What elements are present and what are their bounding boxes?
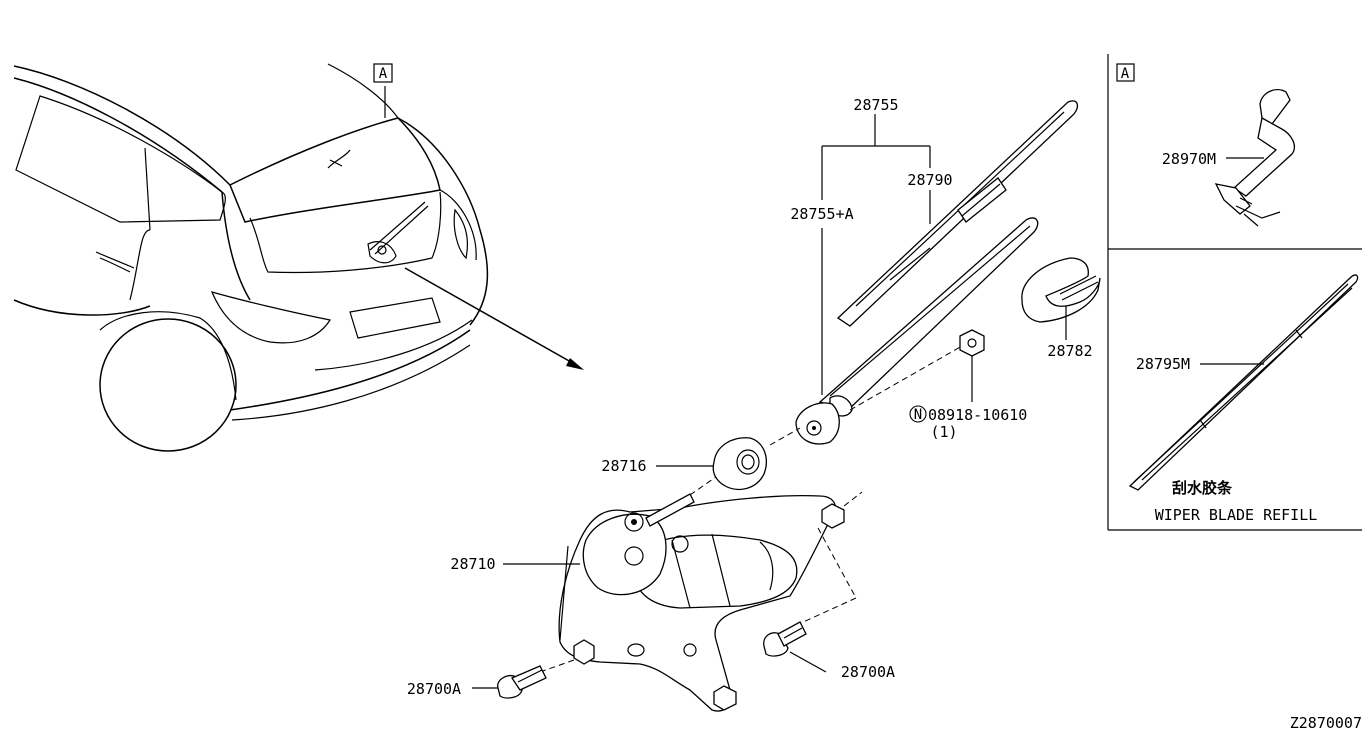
callout-a-letter: A xyxy=(379,66,388,82)
wiper-cap-28782 xyxy=(1021,257,1101,323)
wiper-blade-refill-28795m xyxy=(1128,274,1359,491)
label-28790: 28790 xyxy=(907,171,952,189)
label-28795m: 28795M xyxy=(1136,355,1190,373)
label-08918-10610: 08918-10610 xyxy=(928,406,1027,424)
label-28700a-right: 28700A xyxy=(841,663,895,681)
detail-panel: A 28970M 28795M 刮水胶条 WIPER BLADE REFILL xyxy=(1107,54,1362,531)
wiper-arm-28755 xyxy=(795,217,1039,445)
wiper-blade-28790 xyxy=(836,100,1079,327)
refill-caption-chinese: 刮水胶条 xyxy=(1172,479,1233,497)
wiper-motor-28710 xyxy=(558,493,845,712)
label-28710: 28710 xyxy=(450,555,495,573)
label-28716: 28716 xyxy=(601,457,646,475)
diagram-code: Z2870007 xyxy=(1290,714,1362,732)
nut-08918-10610 xyxy=(959,329,985,357)
seal-28716 xyxy=(712,437,767,491)
label-28970m: 28970M xyxy=(1162,150,1216,168)
vehicle-illustration xyxy=(13,63,584,452)
refill-caption-english: WIPER BLADE REFILL xyxy=(1155,506,1318,524)
nut-prefix-letter: N xyxy=(914,407,922,423)
label-28755: 28755 xyxy=(853,96,898,114)
bolt-28700a-right xyxy=(763,621,807,657)
label-28700a-left: 28700A xyxy=(407,680,461,698)
detail-a-letter: A xyxy=(1121,66,1130,82)
bolt-28700a-left xyxy=(497,665,547,699)
callout-a: A xyxy=(373,63,393,83)
label-nut-qty: (1) xyxy=(930,423,957,441)
label-28755-a: 28755+A xyxy=(790,205,853,223)
washer-hose-28970m xyxy=(1214,89,1295,227)
label-nut: N 08918-10610 (1) xyxy=(909,405,1027,441)
leader-lines xyxy=(472,114,1067,689)
label-28782: 28782 xyxy=(1047,342,1092,360)
